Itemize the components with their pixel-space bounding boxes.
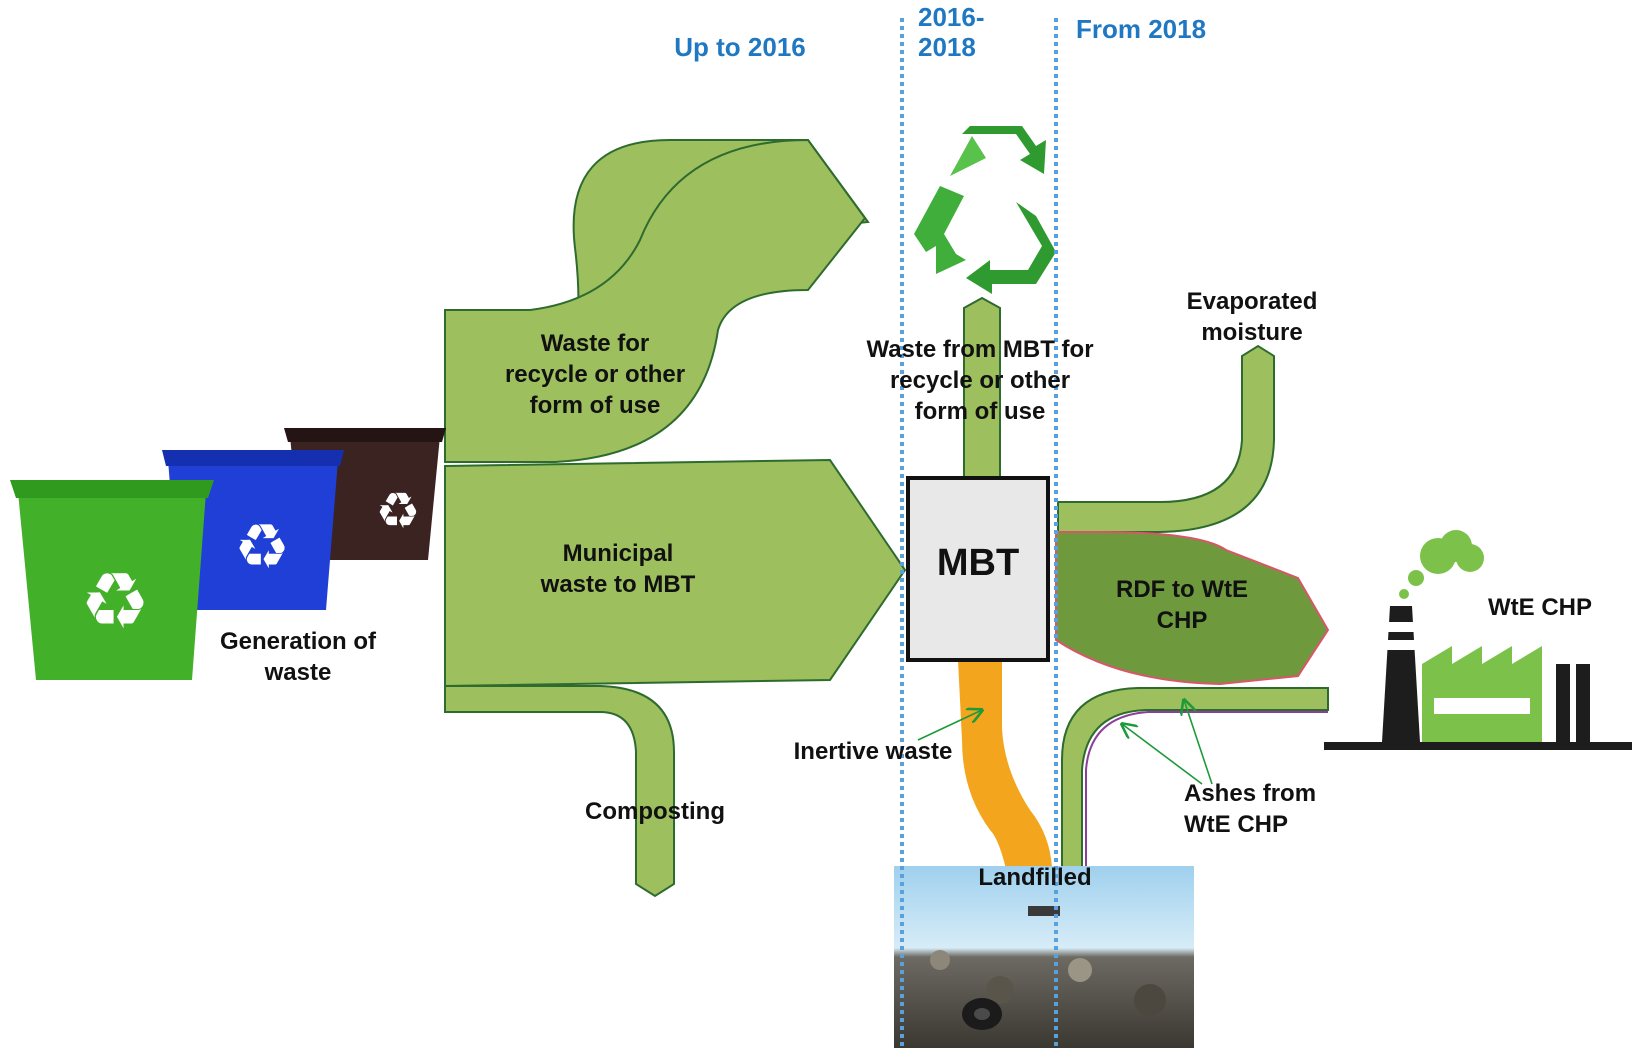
svg-text:♻: ♻: [234, 510, 290, 583]
flow-inertive-waste: [958, 660, 1052, 878]
ashes-pointer-2: [1184, 700, 1213, 785]
label-evaporated-moisture: Evaporated moisture: [1186, 288, 1318, 346]
ashes-pointer-1: [1122, 724, 1203, 785]
wte-chp-factory-icon: [1324, 530, 1632, 750]
period-from-2018: From 2018: [1076, 14, 1207, 44]
label-inertive-waste: Inertive waste: [793, 738, 953, 765]
period-2016-2018-line2: 2018: [918, 32, 976, 62]
flow-municipal-to-mbt: [444, 458, 907, 688]
recycle-bins-icon: ♻ ♻ ♻: [10, 428, 446, 680]
recycle-symbol-icon: [914, 126, 1056, 294]
flow-evaporated-moisture: [1057, 344, 1275, 533]
period-up-to-2016: Up to 2016: [674, 32, 806, 62]
ashes-purple-edge: [1085, 711, 1328, 866]
landfill-photo-icon: [894, 866, 1194, 1048]
svg-text:♻: ♻: [80, 557, 150, 647]
label-generation-of-waste: Generation of waste: [219, 628, 376, 686]
label-rdf-to-wte: RDF to WtE CHP: [1116, 576, 1248, 634]
label-municipal-waste: Municipal waste to MBT: [540, 540, 696, 598]
label-composting: Composting: [585, 798, 725, 825]
label-landfilled: Landfilled: [978, 864, 1092, 891]
label-mbt: MBT: [936, 542, 1020, 584]
flow-composting: [444, 685, 675, 898]
label-mbt-recycle: Waste from MBT for recycle or other form…: [866, 336, 1094, 425]
label-ashes: Ashes from WtE CHP: [1184, 780, 1317, 838]
svg-text:♻: ♻: [376, 482, 421, 540]
label-wte-chp: WtE CHP: [1488, 594, 1592, 621]
label-waste-for-recycle: Waste for recycle or other form of use: [504, 330, 686, 419]
period-2016-2018-line1: 2016-: [918, 2, 985, 32]
flow-rdf-to-wte: [1055, 531, 1330, 686]
mbt-box: [906, 476, 1050, 662]
inertive-pointer: [917, 710, 982, 741]
flow-waste-recycle-band: [444, 138, 867, 463]
